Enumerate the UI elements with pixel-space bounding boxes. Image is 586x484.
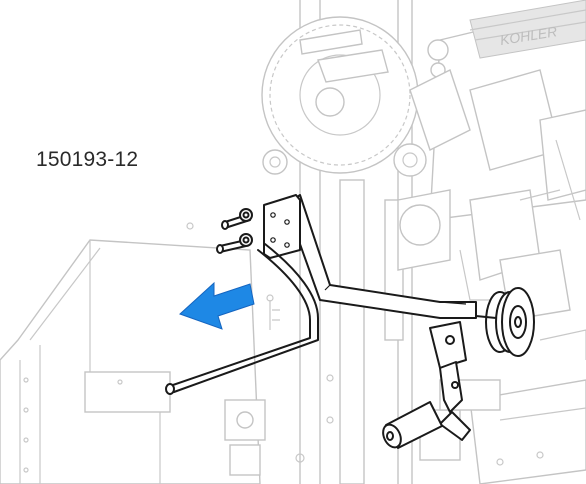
support-column — [339, 179, 365, 484]
chassis-bracket — [84, 371, 171, 413]
guide-rod — [169, 249, 311, 387]
lower-bracket — [224, 374, 334, 476]
blue-direction-arrow — [179, 281, 255, 330]
drive-gear — [261, 16, 419, 174]
roller-wheel — [475, 287, 535, 357]
washer — [239, 208, 253, 222]
latch-mechanism — [429, 321, 471, 441]
handle-grip — [382, 401, 443, 449]
washer — [239, 233, 253, 247]
rod-end — [165, 383, 175, 395]
highlighted-assembly — [165, 194, 535, 449]
chassis-side-panel — [0, 239, 261, 484]
small-sprocket — [262, 149, 288, 175]
figure-id-label: 150193-12 — [36, 148, 139, 171]
engine-block: KOHLER — [393, 0, 586, 321]
